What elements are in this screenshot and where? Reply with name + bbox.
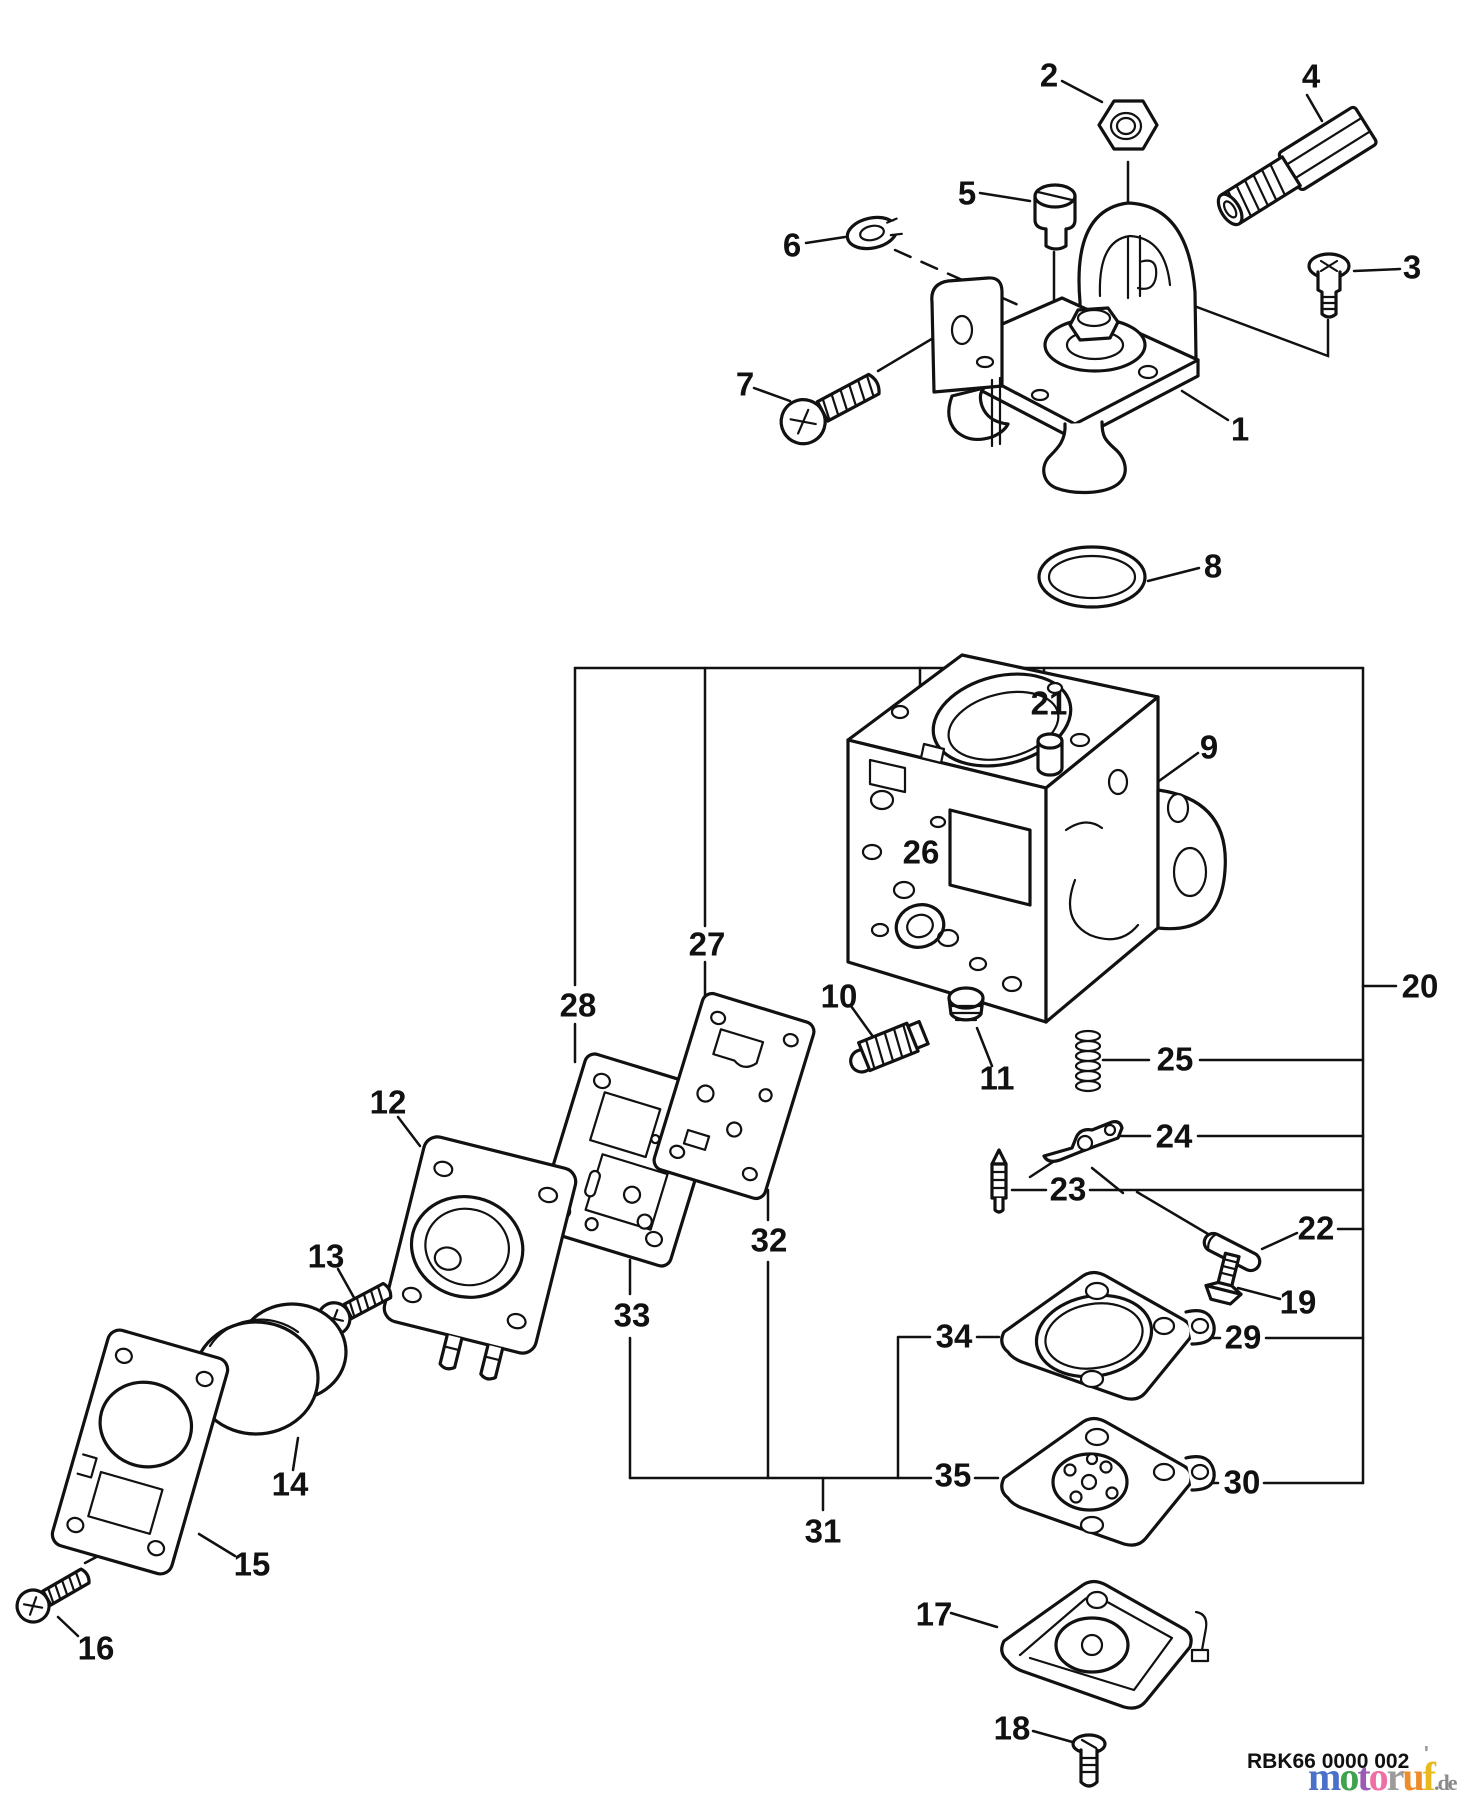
callout-8: 8	[1204, 548, 1222, 585]
part-cylinder-21	[1036, 732, 1064, 777]
part-nozzle	[849, 1019, 930, 1074]
callout-16: 16	[78, 1630, 115, 1667]
callout-7: 7	[736, 366, 754, 403]
callout-18: 18	[994, 1710, 1031, 1747]
callout-1: 1	[1231, 411, 1249, 448]
motoruf-logo: motoruf.de '	[1308, 1743, 1460, 1799]
callout-21: 21	[1031, 685, 1068, 722]
part-cap	[1033, 183, 1077, 251]
part-snap-washer	[845, 215, 904, 251]
callout-33: 33	[614, 1297, 651, 1334]
part-gasket-29	[1000, 1270, 1216, 1401]
callout-28: 28	[560, 987, 597, 1024]
part-nut	[1097, 99, 1159, 151]
logo-suffix: .de	[1434, 1770, 1458, 1795]
callout-12: 12	[370, 1084, 407, 1121]
part-inlet-needle	[990, 1148, 1008, 1214]
callout-labels: 1 2 3 4 5 6 7 8 9 10 11 12 13 14 15 16 1…	[78, 57, 1439, 1747]
callout-25: 25	[1157, 1041, 1194, 1078]
part-oring-26	[894, 903, 946, 949]
callout-3: 3	[1403, 249, 1421, 286]
part-carburetor-body	[846, 653, 1227, 1024]
callout-10: 10	[821, 978, 858, 1015]
part-pump-cover-17	[1000, 1579, 1210, 1710]
callout-13: 13	[308, 1238, 345, 1275]
callout-22: 22	[1298, 1210, 1335, 1247]
part-oring-8	[1037, 545, 1147, 609]
logo-letter-o2: o	[1369, 1754, 1388, 1799]
part-screw-18	[1071, 1733, 1107, 1788]
part-metering-lever	[1042, 1120, 1124, 1163]
callout-32: 32	[751, 1222, 788, 1259]
part-screw-16	[15, 1567, 91, 1624]
part-diaphragm-30	[1000, 1416, 1216, 1547]
motoruf-logo-word: motoruf.de	[1308, 1754, 1458, 1799]
callout-17: 17	[916, 1596, 953, 1633]
part-primer-base	[50, 1328, 230, 1576]
logo-letter-m: m	[1308, 1754, 1341, 1799]
part-gasket-27	[652, 991, 816, 1201]
callout-24: 24	[1156, 1118, 1193, 1155]
part-code: RBK66 0000 002	[1247, 1750, 1409, 1773]
callout-20: 20	[1402, 968, 1439, 1005]
logo-letter-u: u	[1402, 1754, 1424, 1799]
part-cable-adjuster	[1216, 105, 1378, 227]
callout-6: 6	[783, 227, 801, 264]
callout-30: 30	[1224, 1464, 1261, 1501]
part-screw-3	[1307, 252, 1351, 319]
part-screw-7	[779, 372, 881, 446]
callout-19: 19	[1280, 1284, 1317, 1321]
callout-23: 23	[1050, 1171, 1087, 1208]
logo-accent-mark: '	[1424, 1743, 1429, 1765]
callout-11: 11	[980, 1060, 1015, 1097]
callout-15: 15	[234, 1546, 271, 1583]
part-spring	[1074, 1029, 1102, 1093]
logo-letter-r: r	[1387, 1754, 1404, 1799]
callout-27: 27	[689, 926, 726, 963]
part-plug-screw	[947, 986, 985, 1022]
callout-34: 34	[936, 1318, 973, 1355]
part-pump-body-12	[382, 1135, 578, 1381]
callout-5: 5	[958, 175, 976, 212]
logo-letter-o1: o	[1339, 1754, 1358, 1799]
callout-26: 26	[903, 834, 940, 871]
part-screw-19	[1204, 1251, 1243, 1306]
callout-29: 29	[1225, 1319, 1262, 1356]
callout-9: 9	[1200, 729, 1218, 766]
part-bracket-assembly	[930, 201, 1200, 495]
callout-4: 4	[1302, 58, 1321, 95]
callout-14: 14	[272, 1466, 309, 1503]
callout-31: 31	[805, 1513, 842, 1550]
part-purge-bulb	[192, 1302, 348, 1436]
callout-2: 2	[1040, 57, 1058, 94]
callout-35: 35	[935, 1457, 972, 1494]
